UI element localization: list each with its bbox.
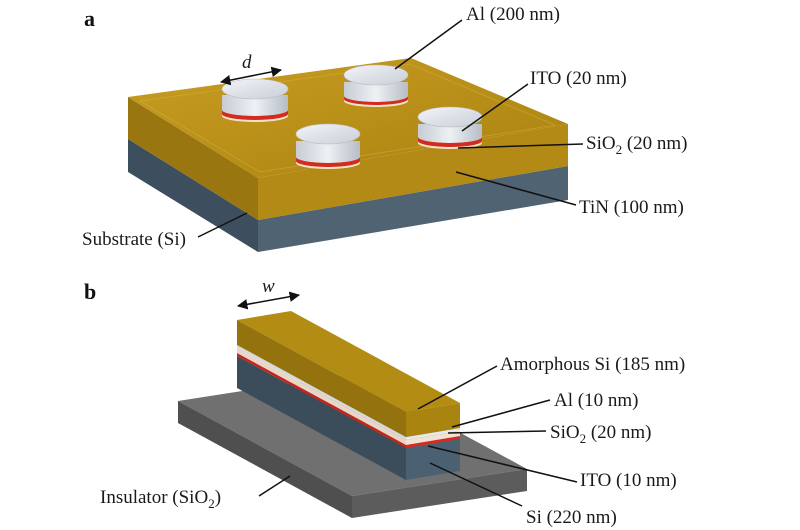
si-left-face xyxy=(237,356,406,480)
pillar-right xyxy=(417,106,483,149)
ito-left-face xyxy=(237,353,406,448)
label-sio2-a: SiO2 (20 nm) xyxy=(586,133,688,157)
leader-al-a xyxy=(394,19,463,70)
leader-ito-b xyxy=(427,445,578,483)
sio2-top-outline xyxy=(138,63,557,173)
pillar-front xyxy=(295,123,361,169)
leader-insulator xyxy=(258,475,291,497)
asi-left-face xyxy=(237,320,406,437)
leader-sio2-b xyxy=(447,430,547,434)
leader-asi xyxy=(417,365,498,410)
panel-b-waveguide xyxy=(237,311,460,480)
dimension-arrow-d xyxy=(219,66,283,86)
label-substrate: Substrate (Si) xyxy=(82,229,186,250)
label-si: Si (220 nm) xyxy=(526,507,617,528)
panel-b-letter: b xyxy=(84,279,96,304)
label-ito-a: ITO (20 nm) xyxy=(530,68,627,89)
substrate-front-face xyxy=(258,166,568,252)
leader-ito-a xyxy=(461,83,529,132)
al-front-face xyxy=(406,428,460,440)
leader-tin xyxy=(455,171,577,206)
dimension-label-d: d xyxy=(242,52,252,73)
tin-front-face xyxy=(258,124,568,220)
dimension-label-w: w xyxy=(262,276,275,297)
label-insulator: Insulator (SiO2) xyxy=(100,487,221,511)
dimension-arrow-w xyxy=(236,291,301,310)
insulator-left-face xyxy=(178,401,352,518)
label-al-a: Al (200 nm) xyxy=(466,4,560,25)
label-ito-b: ITO (10 nm) xyxy=(580,470,677,491)
label-al-b: Al (10 nm) xyxy=(554,390,638,411)
tin-left-face xyxy=(128,97,258,220)
label-sio2-b: SiO2 (20 nm) xyxy=(550,422,652,446)
ito-front-face xyxy=(406,436,460,448)
al-left-face xyxy=(237,345,406,440)
leader-si xyxy=(429,462,523,507)
leader-sio2-a xyxy=(457,143,584,149)
sio2-left-face xyxy=(237,348,406,445)
asi-front-face xyxy=(406,403,460,437)
sio2-front-face xyxy=(406,431,460,445)
pillar-top-right xyxy=(343,64,409,107)
pillar-top-left xyxy=(221,78,289,122)
asi-top-face xyxy=(237,311,460,412)
label-tin: TiN (100 nm) xyxy=(579,197,684,218)
insulator-front-face xyxy=(352,469,527,518)
panel-a-letter: a xyxy=(84,6,95,31)
leader-al-b xyxy=(451,399,551,428)
leader-substrate xyxy=(197,212,248,238)
label-asi: Amorphous Si (185 nm) xyxy=(500,354,685,375)
si-front-face xyxy=(406,439,460,480)
